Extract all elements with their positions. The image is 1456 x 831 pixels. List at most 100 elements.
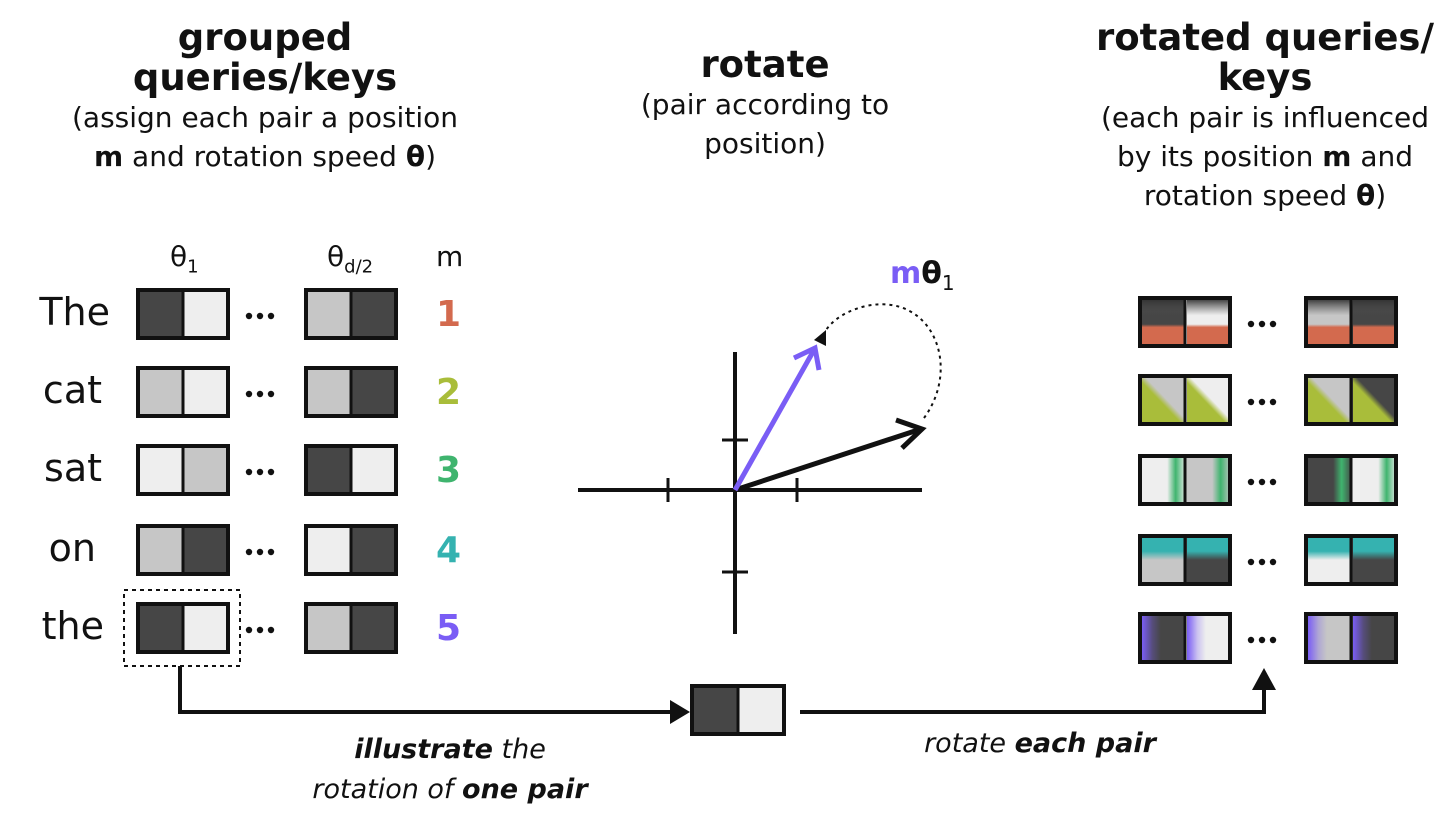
rotation-tint [1308,458,1350,502]
ellipsis-dot [256,626,264,634]
position-number: 3 [436,450,462,491]
rotated-last-The [1304,296,1398,348]
pair-cell [351,368,396,416]
ellipsis [1247,478,1277,486]
pair-cell [306,446,351,494]
ellipsis-dot [256,312,264,320]
pair-cell [351,604,396,652]
theta-sub: d/2 [344,256,374,278]
pair-cell [351,526,396,574]
pair-cell [306,526,351,574]
rotation-tint [1142,378,1184,422]
rotation-tint [1308,538,1350,582]
pair-cell [183,526,228,574]
position-number: 2 [436,372,462,413]
ellipsis-dot [245,626,253,634]
rotation-tint [1142,616,1184,660]
rotation-tint [1187,300,1229,344]
header-grouped-title-line1: grouped [177,16,353,59]
pair-cell [306,604,351,652]
rotated-last-on [1304,534,1398,586]
rotation-tint [1142,538,1184,582]
rotated-pairs [1138,296,1398,664]
m-column-label: m [436,240,463,273]
pair-last-the [304,602,398,654]
rotated-first-the [1138,612,1232,664]
ellipsis-group [245,312,1277,644]
theta-symbol: θ [327,240,345,273]
ellipsis-dot [245,312,253,320]
header-rotated-sub-line3: rotation speed θ) [1080,176,1450,215]
ellipsis-dot [245,468,253,476]
theta-symbol: θ [921,256,942,291]
rotation-tint [1142,300,1184,344]
caption-line1: illustrate the [280,730,620,770]
ellipsis-dot [267,390,275,398]
pair-last-on [304,524,398,576]
pair-cell [183,290,228,338]
ellipsis-dot [1269,636,1277,644]
ellipsis-dot [256,468,264,476]
header-rotate-sub-line2: position) [704,127,826,160]
m-symbol: m [93,140,124,173]
ellipsis [245,626,275,634]
pair-cell [138,368,183,416]
grouped-pairs [136,288,398,654]
ellipsis-dot [256,390,264,398]
header-rotated-title-line1: rotated queries/ [1096,16,1434,59]
rotation-tint [1187,616,1229,660]
sub-text: and rotation speed [123,140,406,173]
pair-first-sat [136,444,230,496]
flow-arrow-right [800,688,1266,714]
ellipsis [245,548,275,556]
ellipsis [1247,558,1277,566]
theta-sub: 1 [941,271,955,295]
ellipsis-dot [1247,320,1255,328]
flow-arrow-right-head [1252,668,1276,690]
caption-bold: each pair [1014,728,1156,759]
ellipsis-dot [256,548,264,556]
pair-first-the [136,602,230,654]
pair-cell [306,368,351,416]
illustrated-pair [690,684,786,736]
rotated-first-sat [1138,454,1232,506]
pair-cell [183,604,228,652]
ellipsis-dot [1247,478,1255,486]
ellipsis-dot [1269,398,1277,406]
theta-symbol: θ [170,240,188,273]
caption-line2: rotation of one pair [280,770,620,810]
caption-bold: illustrate [354,734,493,765]
ellipsis [245,312,275,320]
ellipsis-dot [1247,636,1255,644]
header-grouped-sub-line1: (assign each pair a position [72,101,458,134]
rotated-last-cat [1304,374,1398,426]
rotation-tint [1353,378,1395,422]
ellipsis [1247,320,1277,328]
flow-arrow-left [178,666,670,714]
rotated-last-sat [1304,454,1398,506]
rotated-first-cat [1138,374,1232,426]
pair-cell [138,604,183,652]
ellipsis-dot [1269,558,1277,566]
rotation-tint [1308,300,1350,344]
pair-cell [183,368,228,416]
pair-first-on [136,524,230,576]
rotation-angle-label: mθ1 [890,256,955,295]
rotated-vector [732,348,817,492]
position-number: 1 [436,294,462,335]
header-rotated-sub-line2: by its position m and [1080,137,1450,176]
caption-rotate-each: rotate each pair [880,728,1200,759]
rotation-tint [1142,458,1184,502]
ellipsis-dot [267,548,275,556]
m-symbol: m [890,256,922,291]
sub-text: by its position [1116,140,1323,173]
header-grouped-title-line2: queries/keys [132,56,398,99]
token-word: The [39,290,110,334]
pair-first-The [136,288,230,340]
pair-last-cat [304,366,398,418]
pair-cell [351,446,396,494]
theta-1-label: θ1 [170,240,199,278]
rotation-axes [578,352,922,634]
position-number: 4 [436,530,462,571]
